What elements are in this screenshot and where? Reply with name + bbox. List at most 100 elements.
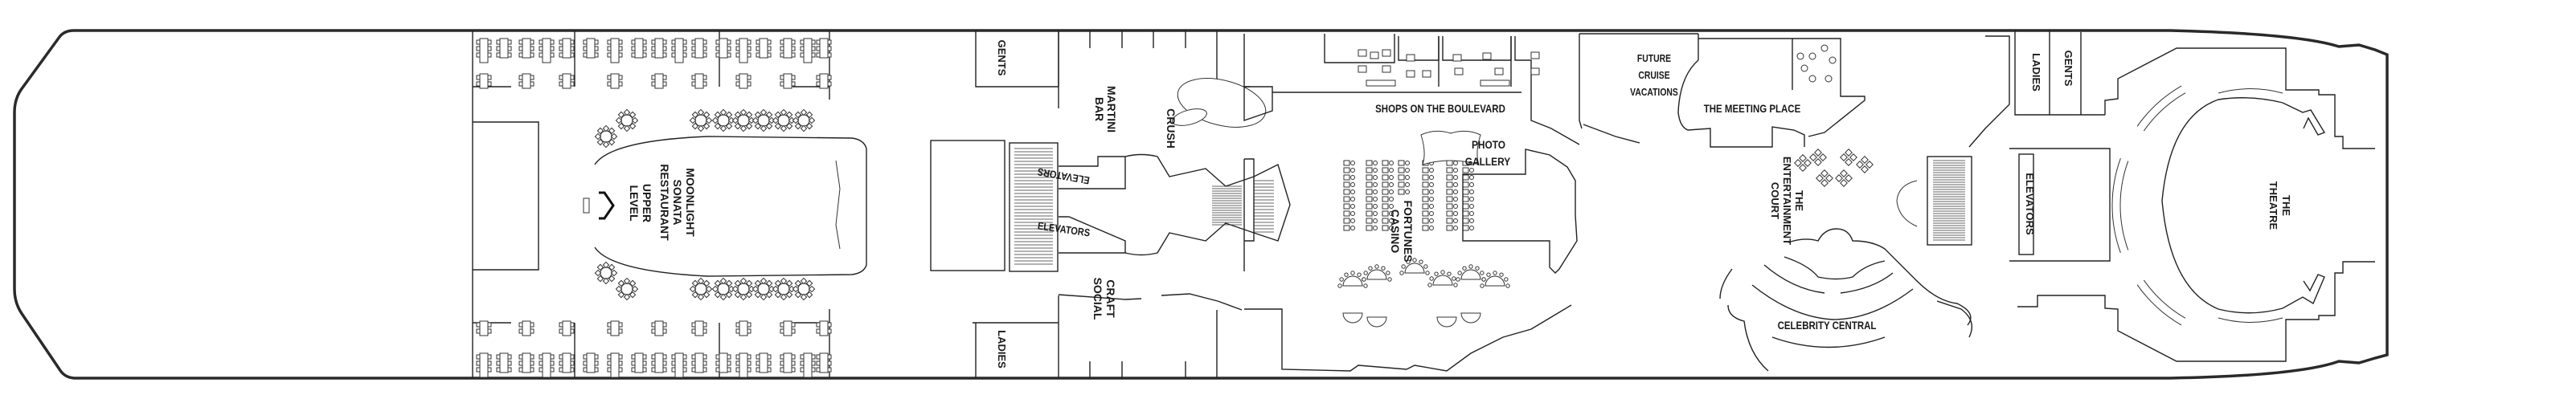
- shop-fixture: [1530, 51, 1540, 59]
- chair: [496, 39, 501, 45]
- chair: [780, 81, 784, 87]
- chair: [618, 354, 623, 360]
- forward-staircase: [1014, 148, 1053, 265]
- label-line: COURT: [1769, 182, 1781, 219]
- chair: [691, 111, 699, 119]
- chair: [570, 39, 575, 45]
- chair: [530, 46, 534, 51]
- chair: [550, 360, 555, 366]
- gaming-table: [1342, 312, 1363, 324]
- label-upper-level: UPPER LEVEL: [628, 184, 653, 222]
- slot-stool: [1453, 197, 1458, 202]
- chair: [791, 360, 796, 366]
- gaming-stool: [1468, 264, 1473, 269]
- gaming-stool: [1440, 270, 1445, 275]
- gaming-stool: [1447, 271, 1452, 276]
- chair: [816, 46, 821, 51]
- dining-tables-bottom: [476, 320, 832, 378]
- chair: [608, 138, 616, 146]
- chair: [816, 328, 821, 334]
- chair: [539, 367, 543, 373]
- table: [562, 352, 571, 373]
- photo-gallery-area[interactable]: [1462, 149, 1578, 274]
- chair: [691, 39, 696, 45]
- table: [759, 352, 768, 373]
- chair: [691, 52, 696, 58]
- slot-machine: [1462, 174, 1469, 181]
- chair: [725, 111, 733, 119]
- chair: [623, 293, 631, 301]
- chair: [725, 291, 733, 299]
- slot-machine: [1343, 225, 1350, 231]
- chair: [594, 360, 599, 366]
- chair: [610, 132, 618, 140]
- chair: [594, 132, 602, 140]
- chair: [559, 81, 563, 87]
- chair: [691, 291, 699, 299]
- label-future-cruise-vacations: FUTURE CRUISE VACATIONS: [1630, 53, 1678, 98]
- chair: [697, 277, 705, 285]
- chair: [774, 279, 782, 287]
- slot-machine: [1422, 225, 1429, 231]
- chair: [800, 367, 805, 373]
- gaming-stool: [1453, 283, 1458, 287]
- chair: [765, 279, 773, 287]
- lounge-chair: [1820, 44, 1829, 52]
- chair: [476, 52, 481, 58]
- forward-restrooms: [973, 31, 1059, 378]
- chair: [747, 367, 752, 373]
- elevator-bank-aft[interactable]: [2018, 153, 2034, 255]
- chair: [734, 279, 742, 287]
- chair: [747, 75, 752, 80]
- chair: [507, 39, 512, 45]
- table: [654, 320, 664, 336]
- chair: [607, 52, 612, 58]
- table: [694, 73, 704, 89]
- chair: [607, 328, 612, 334]
- lounge-chair: [1829, 56, 1837, 64]
- slot-stool: [1373, 175, 1378, 180]
- chair: [791, 75, 796, 80]
- chair: [791, 46, 796, 51]
- table: [542, 38, 551, 63]
- chair: [816, 360, 821, 366]
- chair: [618, 81, 623, 87]
- chair: [760, 108, 768, 116]
- chair: [651, 328, 656, 334]
- chair: [651, 81, 656, 87]
- chair: [487, 52, 492, 58]
- label-line: THEATRE: [2267, 181, 2279, 230]
- chair: [747, 81, 752, 87]
- chair: [631, 354, 636, 360]
- slot-stool: [1429, 175, 1434, 180]
- chair: [767, 360, 772, 366]
- slot-machine: [1446, 225, 1453, 231]
- slot-stool: [1389, 218, 1394, 223]
- slot-stool: [1350, 211, 1355, 216]
- chair: [570, 322, 575, 328]
- chair: [811, 367, 816, 373]
- chair: [476, 39, 481, 45]
- chair: [559, 360, 563, 366]
- meeting-place-area[interactable]: [1677, 59, 1805, 148]
- lounge-chair: [1808, 75, 1816, 83]
- shop-fixture: [1452, 54, 1462, 62]
- slot-machine: [1422, 196, 1429, 202]
- chair: [602, 277, 610, 285]
- central-atrium: [1124, 153, 1291, 256]
- slot-stool: [1405, 182, 1410, 187]
- gaming-table: [1366, 316, 1387, 328]
- slot-stool: [1469, 211, 1474, 216]
- chair: [570, 81, 575, 87]
- slot-machine: [1366, 218, 1373, 224]
- aft-stair-block: [1927, 156, 1972, 246]
- elevator-bank-fwd-bottom[interactable]: [1059, 216, 1126, 254]
- chair: [772, 285, 780, 293]
- chair: [711, 285, 719, 293]
- chair: [662, 52, 667, 58]
- celebrity-central-area[interactable]: [1719, 228, 1972, 372]
- slot-stool: [1469, 218, 1474, 223]
- table: [819, 352, 829, 373]
- chair: [615, 285, 623, 293]
- chair: [559, 75, 563, 80]
